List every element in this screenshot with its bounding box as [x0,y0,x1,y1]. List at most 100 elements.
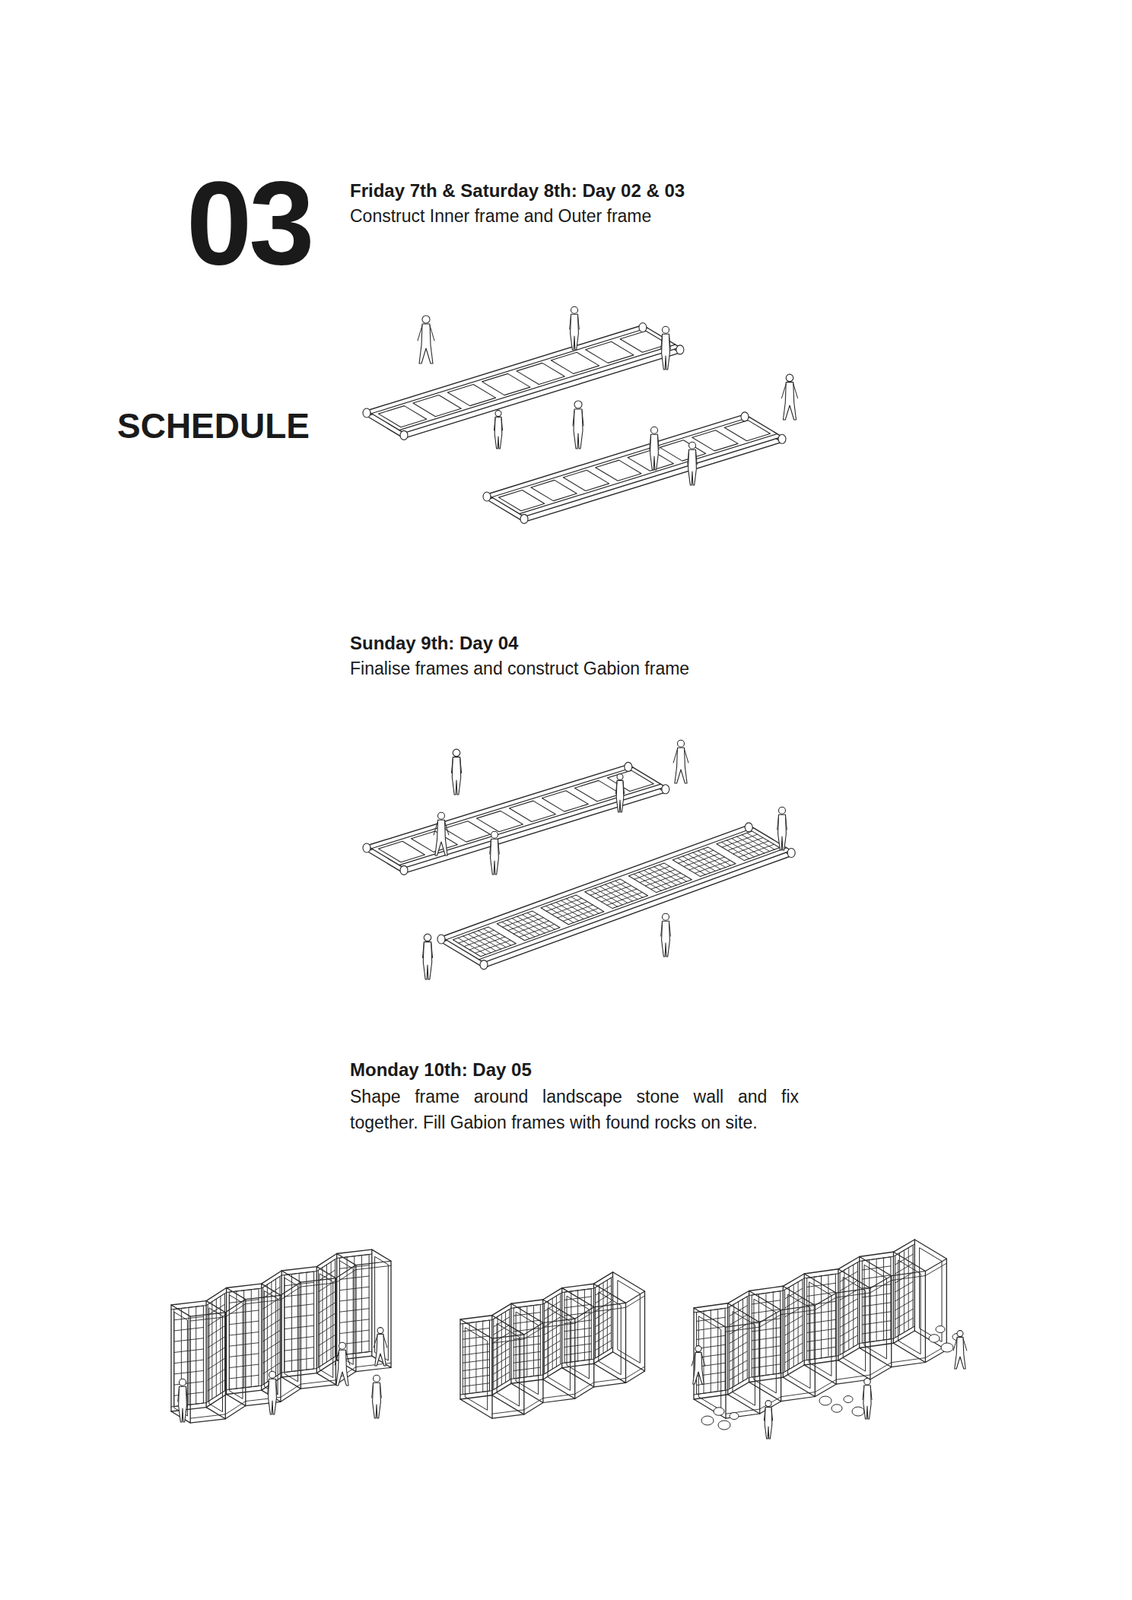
person-figure [688,449,697,486]
portal-frame [804,1274,837,1385]
person-figure [616,780,624,813]
gabion-mesh [505,1312,506,1384]
gabion-mesh [899,1253,900,1336]
gabion-mesh [462,1375,490,1380]
gabion-mesh [747,833,775,850]
gabion-mesh [291,1275,293,1373]
front-rail [460,1391,493,1396]
front-rail [543,1368,563,1381]
person-arm [771,1408,773,1422]
front-rail [226,1390,262,1395]
frame-thickness [366,330,681,439]
gabion-mesh [544,1333,561,1344]
front-rail [171,1306,207,1311]
gabion-mesh [721,834,757,848]
gabion-mesh [263,1341,280,1353]
frame-thickness [486,419,783,523]
gabion-mesh [736,836,764,854]
frame-panel [411,831,458,853]
person-arm [687,451,690,465]
gabion-mesh [317,1303,335,1314]
frame-panel [541,791,589,812]
gabion-mesh [564,1351,592,1356]
gabion-mesh [595,1317,612,1328]
gabion-mesh [346,1257,348,1355]
person-arm [673,749,678,764]
gabion-mesh [772,1292,774,1375]
front-rail [859,1252,894,1257]
day-description: Construct Inner frame and Outer frame [349,205,652,229]
gabion-mesh [263,1309,280,1320]
front-rail [281,1267,317,1272]
gabion-mesh [883,1258,884,1341]
gabion-mesh [785,1316,803,1327]
front-rail [893,1244,915,1257]
gabion-mesh [235,1291,237,1390]
gabion-mesh [207,1337,225,1349]
gabion-mesh [493,1348,510,1359]
gabion-mesh [462,1360,490,1364]
gabion-mesh [564,1304,592,1309]
gabion-panel [263,1276,280,1385]
person-figure [778,814,787,851]
gabion-mesh [595,1332,612,1343]
person-arm [696,451,698,465]
gabion-mesh [520,1307,522,1379]
gabion-panel [317,1259,335,1368]
front-rail [206,1390,227,1404]
portal-frame [749,1291,782,1403]
gabion-mesh [174,1338,204,1343]
gabion-panel [672,847,736,878]
frame-panel [607,770,654,792]
front-rail [511,1304,544,1309]
front-rail [749,1373,784,1378]
gabion-mesh [317,1324,335,1336]
gabion-mesh [564,1320,592,1325]
back-rail [575,1387,595,1400]
gabion-mesh [207,1369,225,1381]
portal-inner [617,1281,641,1365]
frame-panel [574,780,621,802]
gabion-mesh [544,1341,561,1352]
frame-rail [445,828,754,941]
person-arm [953,1338,958,1352]
frame-panel [482,373,531,395]
gabion-mesh [694,860,730,874]
back-rail [225,1402,246,1415]
gabion-mesh [595,1325,612,1336]
gabion-mesh [598,1285,600,1357]
gabion-mesh [546,898,582,912]
gabion-mesh [895,1300,913,1311]
front-rail [171,1408,207,1412]
person-figure [494,416,503,449]
gabion-mesh [731,839,760,856]
gabion-mesh [493,1357,510,1368]
gabion-mesh [677,850,714,864]
gabion-mesh [590,882,627,896]
gabion-mesh [852,1265,854,1348]
person-head [677,740,685,748]
gabion-mesh [820,1276,822,1359]
person-head [422,315,430,324]
front-rail [749,1377,784,1383]
gabion-panel [339,1255,369,1357]
person-head [689,441,697,449]
gabion-mesh [552,902,588,916]
portal-frame [492,1316,525,1415]
day-description: Finalise frames and construct Gabion fra… [349,658,690,681]
person-arm [380,1384,382,1399]
gabion-mesh [807,1338,837,1342]
gabion-mesh [861,1266,891,1271]
person-arm [346,1351,350,1366]
gabion-mesh [566,899,594,916]
front-rail [804,1269,839,1275]
gabion-mesh [174,1382,204,1387]
gabion-mesh [742,1299,744,1382]
portal-inner [284,1278,299,1383]
person-arm [433,821,438,836]
person-head [491,831,499,839]
pipe-end [400,430,408,440]
gabion-mesh [361,1256,363,1354]
gabion-mesh [807,1329,837,1333]
person-arm [460,759,462,774]
